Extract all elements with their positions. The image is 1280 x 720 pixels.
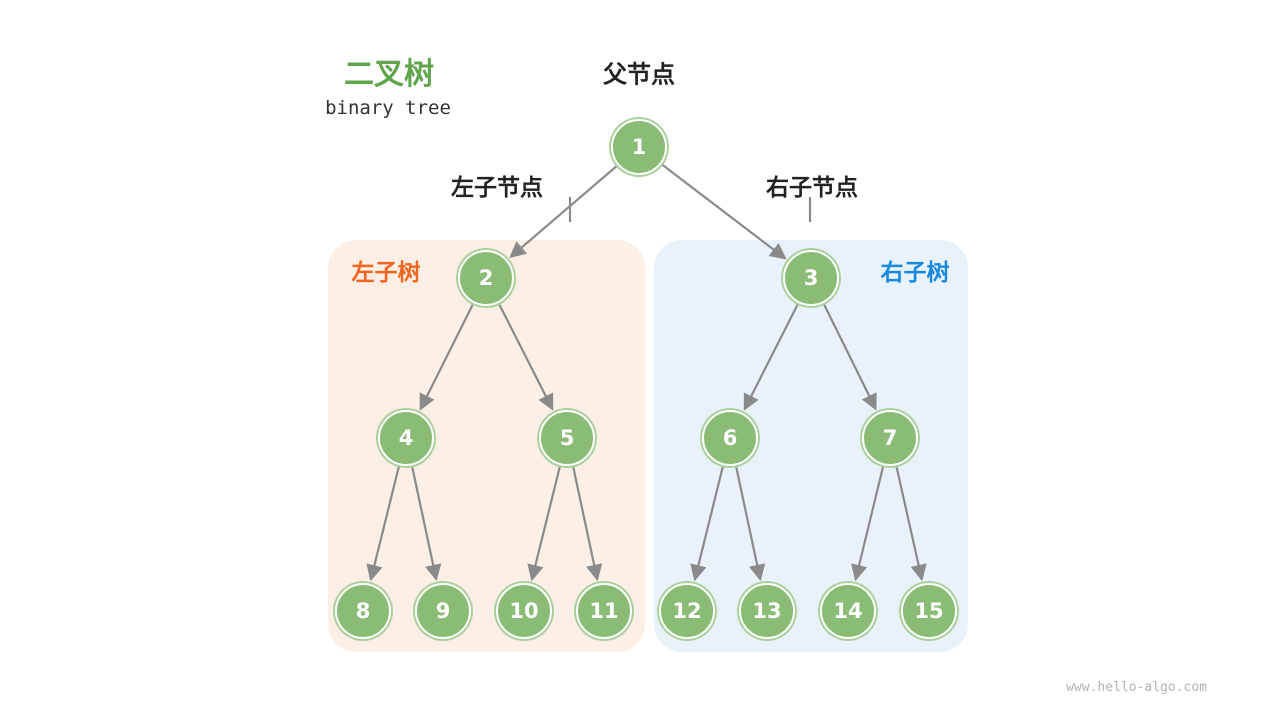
tree-node-1: 1	[611, 119, 667, 175]
tree-node-9: 9	[415, 583, 471, 639]
diagram-title-zh: 二叉树	[344, 58, 434, 91]
tree-node-4: 4	[378, 410, 434, 466]
left-subtree-label: 左子树	[351, 259, 421, 285]
right-child-label: 右子节点	[766, 174, 858, 200]
tree-node-2: 2	[458, 250, 514, 306]
right-subtree-label: 右子树	[880, 259, 950, 285]
watermark: www.hello-algo.com	[1066, 680, 1207, 695]
tree-node-14: 14	[820, 583, 876, 639]
tree-node-15: 15	[901, 583, 957, 639]
tree-node-3: 3	[783, 250, 839, 306]
tree-node-7: 7	[862, 410, 918, 466]
tree-node-5: 5	[539, 410, 595, 466]
diagram-title-en: binary tree	[325, 97, 451, 119]
tree-node-13: 13	[739, 583, 795, 639]
tree-node-12: 12	[659, 583, 715, 639]
tree-node-10: 10	[496, 583, 552, 639]
left-child-label: 左子节点	[451, 174, 543, 200]
tree-node-11: 11	[576, 583, 632, 639]
tree-node-8: 8	[335, 583, 391, 639]
parent-node-label: 父节点	[603, 61, 675, 89]
tree-node-6: 6	[702, 410, 758, 466]
